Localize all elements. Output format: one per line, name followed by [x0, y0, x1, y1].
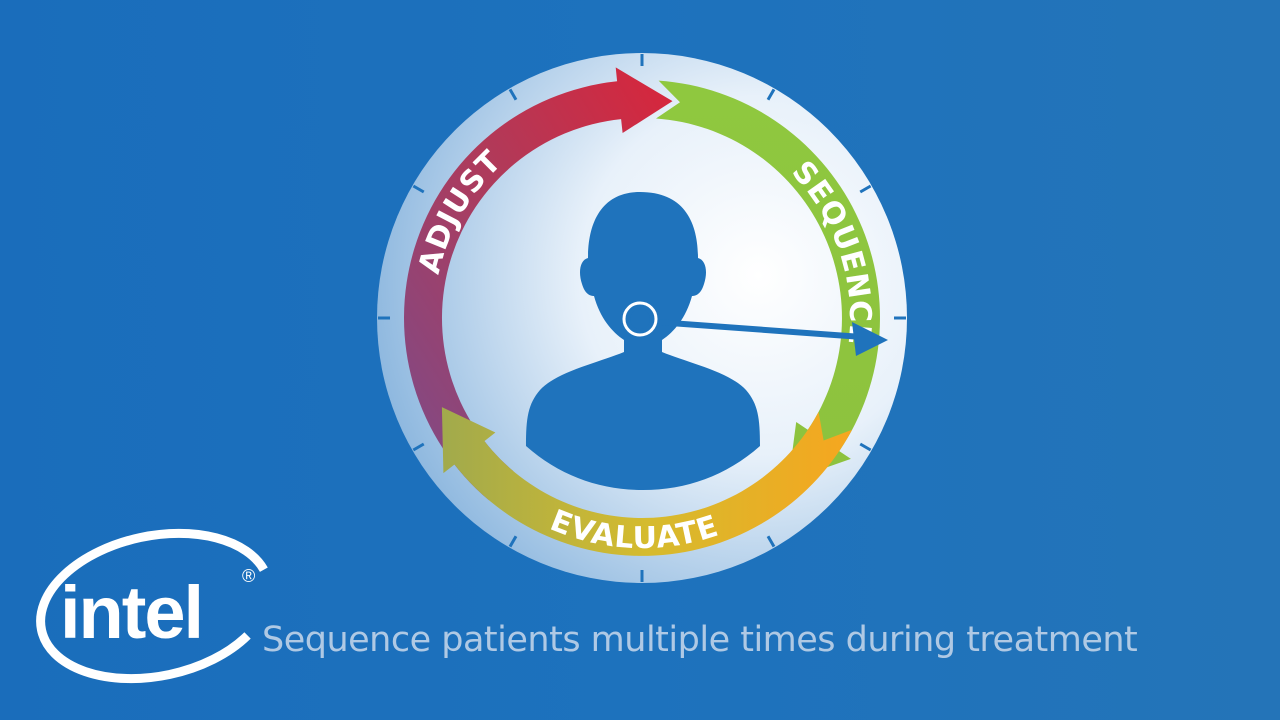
clock-ticks: [378, 54, 906, 582]
clock-tick: [508, 535, 518, 548]
sequence-arrow: [656, 80, 880, 481]
clock-hand-icon: [622, 301, 888, 356]
clock-tick: [412, 184, 425, 194]
registered-mark: ®: [242, 566, 255, 586]
clock-tick: [508, 88, 518, 101]
intel-wordmark: intel: [60, 571, 202, 654]
clock-tick: [766, 535, 776, 548]
clock-tick: [766, 88, 776, 101]
adjust-arrow: [403, 67, 673, 501]
clock-tick: [412, 442, 425, 452]
person-silhouette-icon: [526, 192, 760, 490]
evaluate-arrow: [441, 407, 853, 556]
clock-tick: [859, 442, 872, 452]
intel-swoosh: [36, 528, 274, 684]
subtitle-caption: Sequence patients multiple times during …: [262, 620, 1138, 660]
clock-tick: [859, 184, 872, 194]
intel-logo: intel ®: [36, 528, 274, 684]
subtitle-ghost: [470, 620, 770, 670]
